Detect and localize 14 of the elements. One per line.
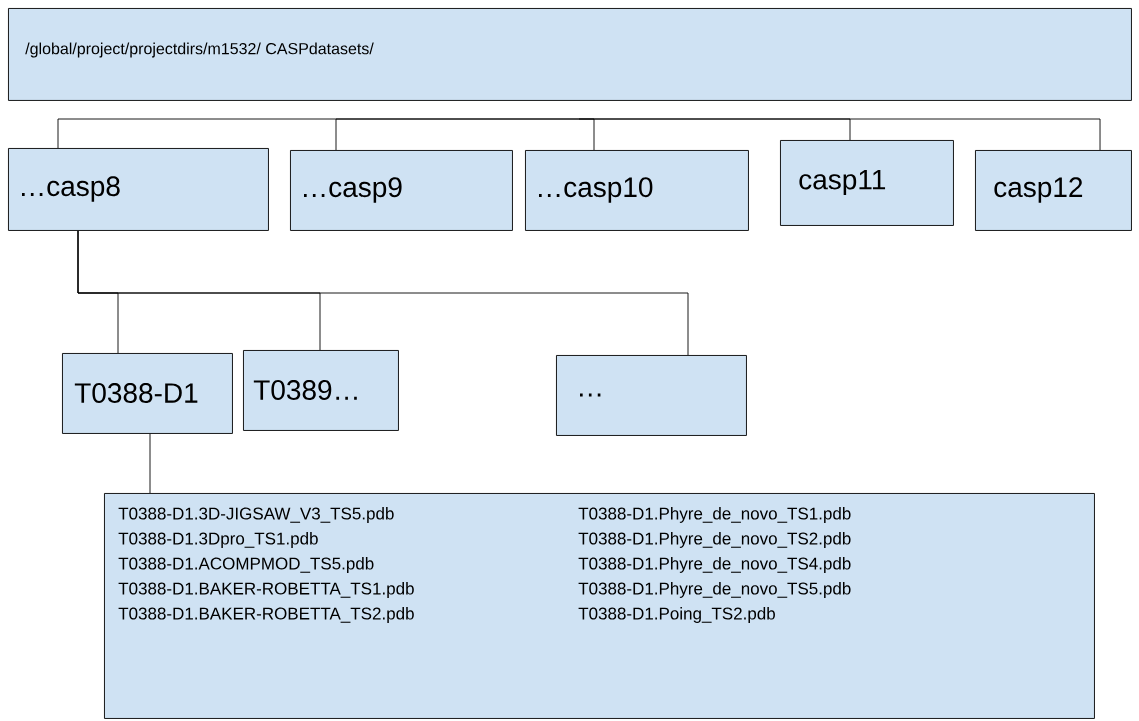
directory-box: T0388-D1 bbox=[62, 353, 233, 434]
connector-line bbox=[335, 118, 580, 151]
file-list-box: T0388-D1.3D-JIGSAW_V3_TS5.pdb T0388-D1.3Dpro_TS1.pdb T0388-D1.ACOMPMOD_TS5.pdb T0388-D1.BAKER-ROBETTA_TS1.pdb T0388-D1.BAKER-ROBETTA_TS2.pdb T0388-D1.Phyre_de_novo_TS1.pdb T0388-D1.Phyre_de_novo_TS2.pdb T0388-D1.Phyre_de_novo_TS4.pdb T0388-D1.Phyre_de_novo_TS5.pdb T0388-D1.Poing_TS2.pdb bbox=[104, 493, 1095, 719]
directory-box: casp11 bbox=[780, 140, 954, 226]
directory-box: T0389… bbox=[243, 350, 399, 431]
directory-box: …casp9 bbox=[290, 150, 513, 231]
connector-line bbox=[578, 118, 1101, 151]
directory-box: …casp10 bbox=[525, 150, 749, 231]
connector-line bbox=[149, 433, 151, 494]
directory-box: /global/project/projectdirs/m1532/ CASPdatasets/ bbox=[8, 8, 1132, 101]
directory-box: …casp8 bbox=[8, 148, 269, 231]
directory-box: … bbox=[556, 355, 747, 436]
directory-box: casp12 bbox=[975, 150, 1132, 231]
connector-line bbox=[77, 230, 689, 356]
